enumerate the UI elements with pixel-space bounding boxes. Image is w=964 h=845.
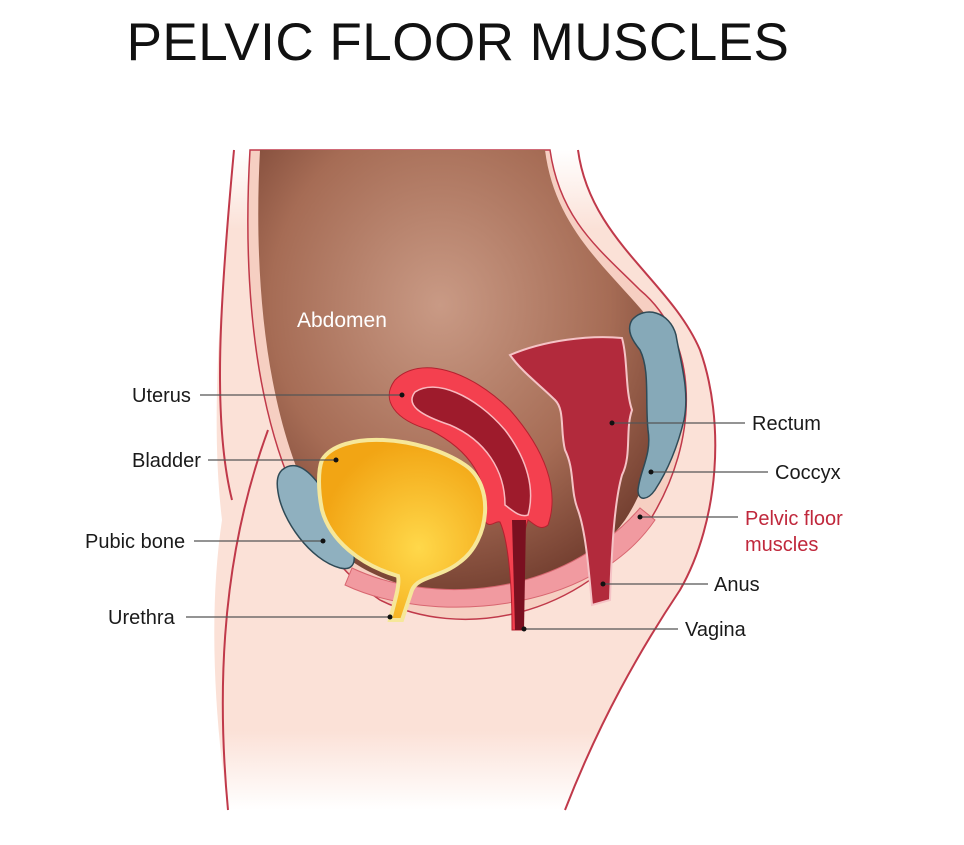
- coccyx: [628, 311, 687, 499]
- body-outline-left: [218, 149, 235, 501]
- leader-lines: [186, 392, 768, 632]
- vaginal-canal: [512, 520, 526, 630]
- label-vagina: Vagina: [685, 619, 747, 641]
- label-coccyx: Coccyx: [775, 462, 841, 484]
- label-bladder: Bladder: [132, 450, 201, 472]
- label-pubic-bone: Pubic bone: [85, 531, 185, 553]
- thigh-outline: [221, 429, 269, 811]
- label-abdomen: Abdomen: [297, 309, 387, 332]
- bladder: [317, 437, 487, 622]
- diagram-title: PELVIC FLOOR MUSCLES: [126, 13, 790, 72]
- body-outline-right: [564, 149, 717, 811]
- label-urethra: Urethra: [108, 607, 176, 629]
- label-pelvic-floor-line2: muscles: [745, 534, 818, 556]
- label-rectum: Rectum: [752, 413, 821, 435]
- label-anus: Anus: [714, 574, 760, 596]
- uterine-cavity: [411, 386, 532, 517]
- label-pelvic-floor-line1: Pelvic floor: [745, 508, 843, 530]
- rectum: [508, 336, 634, 607]
- pelvic-floor-muscles: [344, 507, 656, 608]
- label-uterus: Uterus: [132, 385, 191, 407]
